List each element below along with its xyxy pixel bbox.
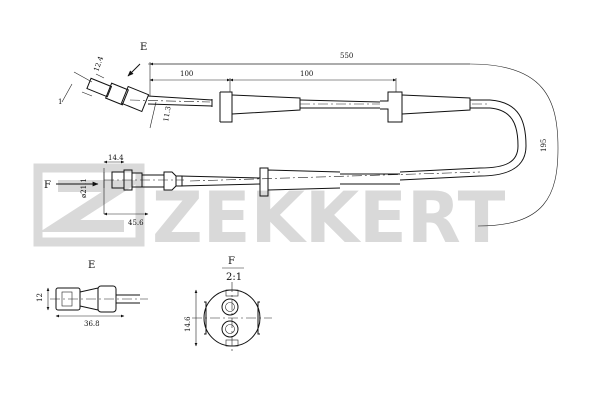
- dim-total-length: 550: [340, 52, 353, 60]
- dim-sensor-length-a: 14.4: [108, 154, 124, 162]
- cable-loop: [148, 63, 559, 227]
- cable-lower: [179, 167, 481, 197]
- dim-line-conn-a: [73, 71, 93, 83]
- zekkert-watermark: ZEKKERT: [33, 163, 506, 259]
- view-e-arrow: [127, 63, 141, 77]
- plug-connector: [81, 73, 150, 113]
- dim-conn-a: 12.4: [92, 55, 105, 73]
- detail-f-label: F: [228, 256, 235, 267]
- view-f-arrow-label: F: [44, 180, 51, 191]
- dim-detail-e-height: 12: [36, 293, 44, 302]
- dim-loop-height: 195: [540, 139, 548, 152]
- detail-e-label: E: [88, 260, 95, 271]
- view-e-label: E: [140, 42, 147, 53]
- speed-sensor: [104, 169, 184, 191]
- dim-sensor-dia: ø21.1: [80, 178, 88, 198]
- zekkert-z-logo-icon: [33, 163, 145, 247]
- detail-f: F 2:1 14.6: [184, 256, 272, 354]
- dim-seg-1: 100: [180, 70, 193, 78]
- detail-e: E 12 36.8: [36, 260, 148, 328]
- detail-f-scale: 2:1: [226, 272, 242, 283]
- cable-upper: [129, 91, 490, 123]
- dim-sensor-length-b: 45.6: [128, 219, 144, 227]
- dim-seg-2: 100: [300, 70, 313, 78]
- dim-detail-f-height: 14.6: [184, 316, 192, 332]
- dim-conn-b: 11.3: [162, 106, 173, 123]
- watermark-text: ZEKKERT: [152, 177, 506, 259]
- dim-one: 1: [58, 98, 62, 106]
- dim-detail-e-length: 36.8: [84, 320, 100, 328]
